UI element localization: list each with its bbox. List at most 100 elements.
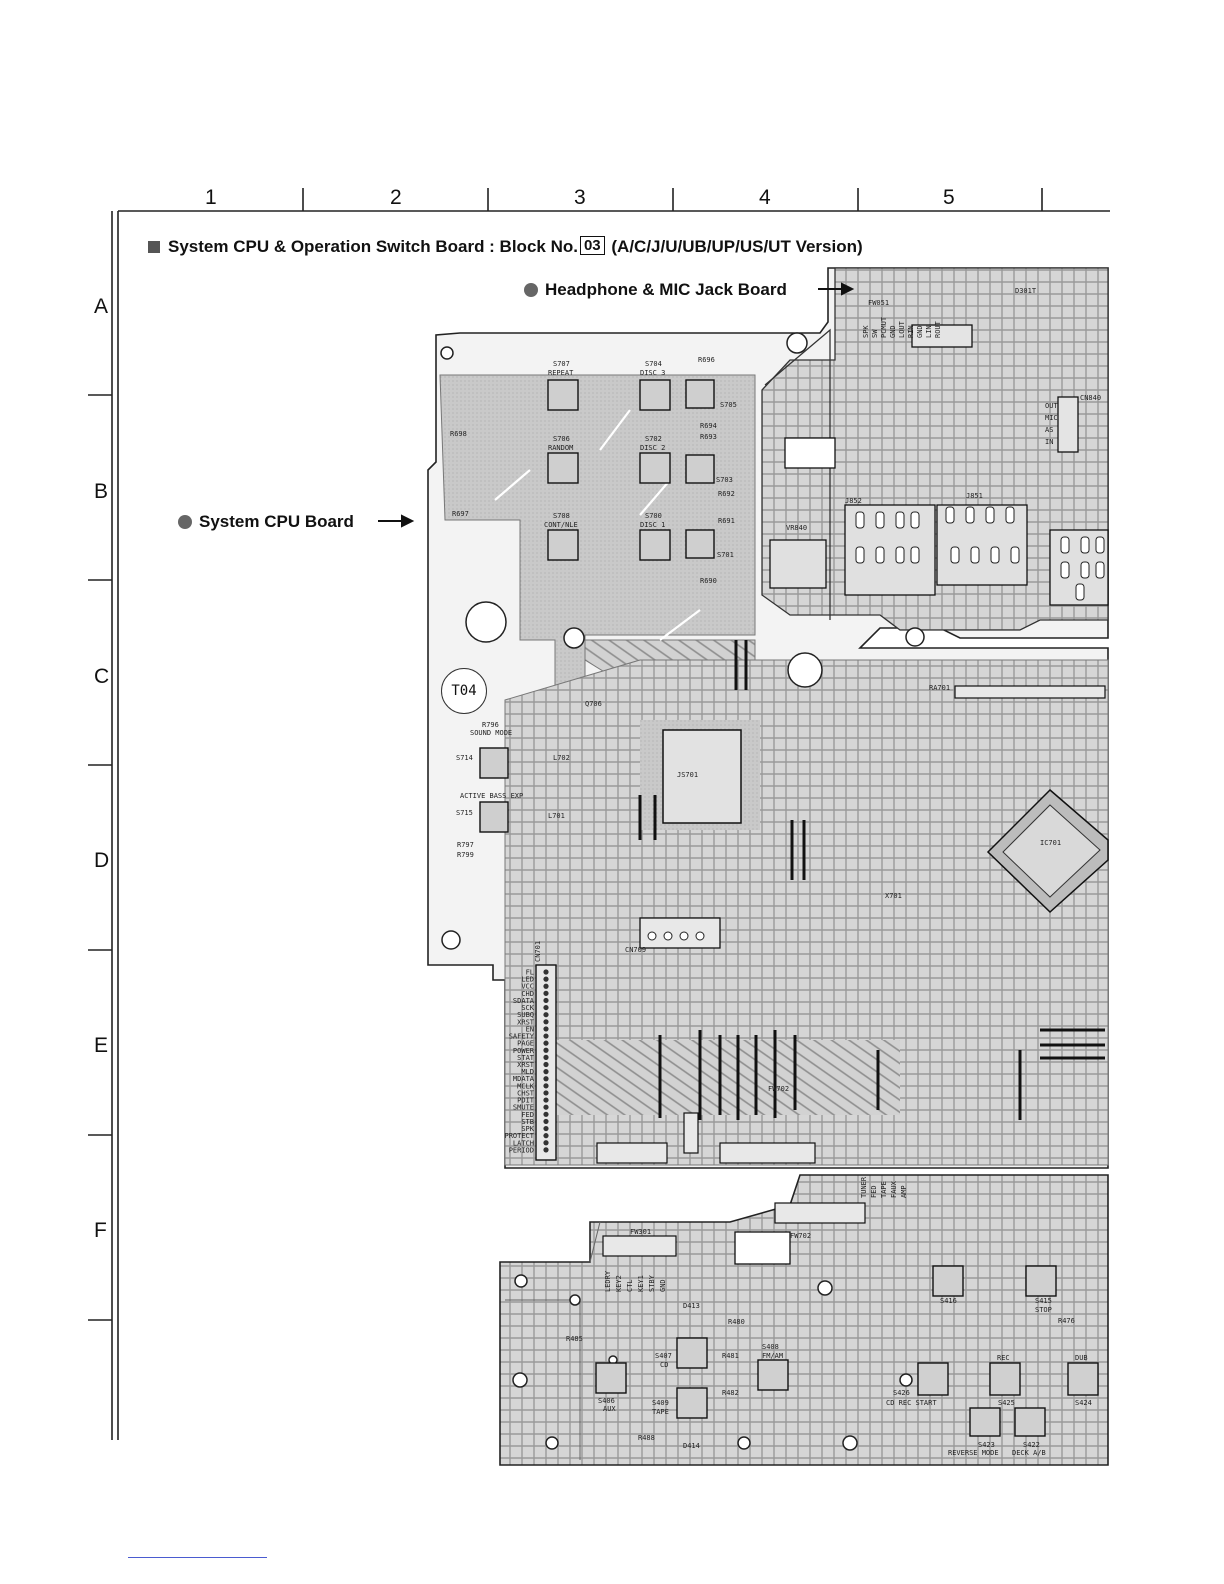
- cn701-pin-label: MLD: [521, 1068, 534, 1076]
- label-s702: S702: [645, 435, 662, 443]
- label-s707: S707: [553, 360, 570, 368]
- label-j852: J852: [845, 497, 862, 505]
- cn701-pin-pad: [543, 1033, 549, 1039]
- jack-pad: [1075, 583, 1085, 601]
- label-cn709: CN709: [625, 946, 646, 954]
- label-vr840: VR840: [786, 524, 807, 532]
- fw301-pin-label: STBY: [648, 1274, 656, 1292]
- cn701-pin-label: FL: [526, 969, 534, 977]
- jack-pad: [855, 546, 865, 564]
- label-d413: D413: [683, 1302, 700, 1310]
- fw301-pin-label: KEY2: [615, 1275, 623, 1292]
- label-r799: R799: [457, 851, 474, 859]
- cn840-pin-label: IN: [1045, 438, 1053, 446]
- jack-pad: [1080, 536, 1090, 554]
- label-r485: R485: [566, 1335, 583, 1343]
- cn701-pin-label: PROTECT: [504, 1132, 534, 1140]
- fw702-pin-label: FED: [870, 1185, 878, 1198]
- cn701-pin-pad: [543, 1090, 549, 1096]
- label-r796: R796: [482, 721, 499, 729]
- grid-frame: [88, 188, 1110, 1440]
- cn701-pin-label: LED: [521, 976, 534, 984]
- label-cont: CONT/NLE: [544, 521, 578, 529]
- headphone-pin-label: PCMUT: [880, 316, 888, 338]
- fw702-pin-label: FAUX: [890, 1180, 898, 1198]
- label-r692: R692: [718, 490, 735, 498]
- label-stop: STOP: [1035, 1306, 1052, 1314]
- label-dub: DUB: [1075, 1354, 1088, 1362]
- cn701-pin-pad: [543, 1004, 549, 1011]
- jack-pad: [875, 511, 885, 529]
- cn701-pin-label: MCLK: [517, 1082, 535, 1090]
- jack-pad: [855, 511, 865, 529]
- label-r694: R694: [700, 422, 717, 430]
- jack-pad: [1060, 536, 1070, 554]
- cn840-pin-label: MIC: [1045, 414, 1058, 422]
- label-fw702-op: FW702: [790, 1232, 811, 1240]
- fw301-pin-label: KEY1: [637, 1275, 645, 1292]
- cn701-pin-pad: [543, 1125, 549, 1132]
- label-s408: S408: [762, 1343, 779, 1351]
- label-disc1: DISC 1: [640, 521, 665, 529]
- jack-pad: [1010, 546, 1020, 564]
- grid-row-F: F: [94, 1219, 107, 1242]
- label-s416: S416: [940, 1297, 957, 1305]
- cn701-pin-pad: [543, 1118, 549, 1125]
- label-tape: TAPE: [652, 1408, 669, 1416]
- label-r476: R476: [1058, 1317, 1075, 1325]
- square-bullet-icon: [148, 241, 160, 253]
- label-r482: R482: [722, 1389, 739, 1397]
- bullet-dot-icon: [178, 515, 192, 529]
- grid-row-B: B: [94, 480, 109, 503]
- jack-pad: [1095, 561, 1105, 579]
- label-sound-mode: SOUND MODE: [470, 729, 512, 737]
- cn701-pin-pad: [543, 1111, 549, 1117]
- jack-pad: [1060, 561, 1070, 579]
- cn701-pin-label: SMUTE: [513, 1104, 534, 1112]
- label-s700: S700: [645, 512, 662, 520]
- label-r481: R481: [722, 1352, 739, 1360]
- grid-row-C: C: [94, 665, 110, 688]
- grid-column-2: 2: [390, 186, 402, 209]
- grid-column-3: 3: [574, 186, 586, 209]
- cn701-pin-pad: [543, 1140, 549, 1146]
- label-s415: S415: [1035, 1297, 1052, 1305]
- grid-row-E: E: [94, 1034, 109, 1057]
- cn701-pin-pad: [543, 1047, 549, 1053]
- cn701-pin-pad: [543, 1040, 549, 1046]
- diagram-title: System CPU & Operation Switch Board : Bl…: [148, 236, 863, 257]
- cn701-pin-pad: [543, 990, 549, 996]
- headphone-pin-label: RIN: [907, 325, 915, 338]
- label-j851: J851: [966, 492, 983, 500]
- headphone-pin-label: SPK: [862, 325, 870, 338]
- headphone-pin-label: LOUT: [898, 320, 906, 338]
- label-l701: L701: [548, 812, 565, 820]
- headphone-board-label: Headphone & MIC Jack Board: [524, 280, 787, 300]
- title-prefix: System CPU & Operation Switch Board : Bl…: [168, 237, 578, 256]
- cn701-pin-label: MDATA: [513, 1075, 535, 1083]
- grid-row-A: A: [94, 295, 109, 318]
- cn701-pin-label: VCC: [521, 983, 534, 991]
- label-s425: S425: [998, 1399, 1015, 1407]
- fw702-pin-label: TUNER: [860, 1176, 868, 1198]
- label-fw702-cpu: FW702: [768, 1085, 789, 1093]
- title-suffix: (A/C/J/U/UB/UP/US/UT Version): [611, 237, 863, 256]
- label-r693: R693: [700, 433, 717, 441]
- grid-column-5: 5: [943, 186, 955, 209]
- cn701-pin-pad: [543, 1147, 549, 1153]
- fw301-pin-label: GND: [659, 1279, 667, 1292]
- label-s706: S706: [553, 435, 570, 443]
- label-cn840: CN840: [1080, 394, 1101, 402]
- system-cpu-board-label: System CPU Board: [178, 512, 354, 532]
- cn701-pin-label: SPK: [521, 1125, 534, 1133]
- label-r697: R697: [452, 510, 469, 518]
- label-r696: R696: [698, 356, 715, 364]
- cn701-pin-pad: [543, 1097, 549, 1103]
- label-s714: S714: [456, 754, 473, 762]
- label-active-bass: ACTIVE BASS EXP: [460, 792, 523, 800]
- cn701-pin-pad: [543, 969, 549, 975]
- label-js701: JS701: [677, 771, 698, 779]
- cn701-pin-pad: [543, 1133, 549, 1139]
- grid-column-4: 4: [759, 186, 771, 209]
- label-fw301: FW301: [630, 1228, 651, 1236]
